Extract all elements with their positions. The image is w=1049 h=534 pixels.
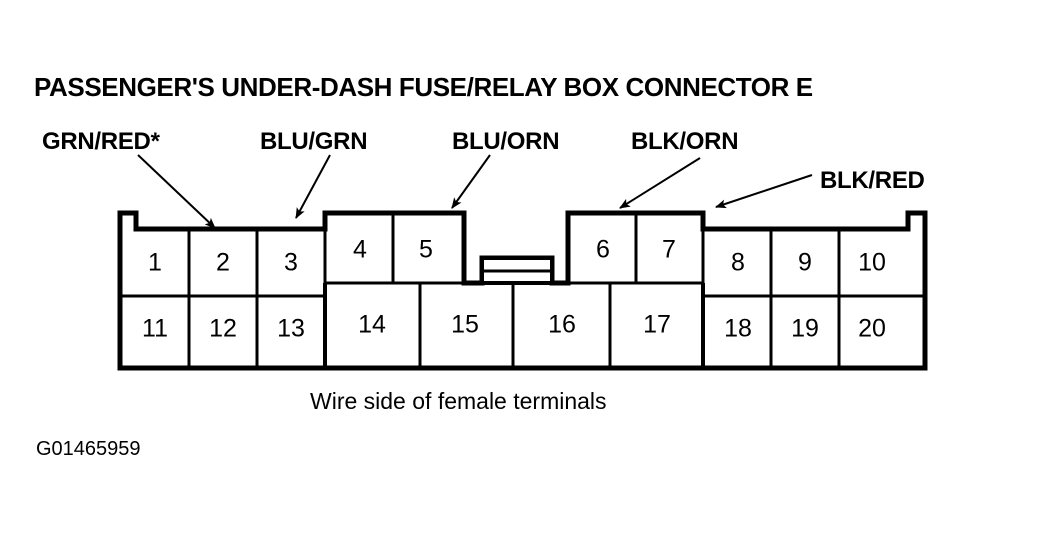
leader-line-blu-orn-arrow-icon (451, 154, 491, 209)
pin-label-17: 17 (643, 311, 671, 339)
wire-label-blk-orn: BLK/ORN (631, 128, 739, 155)
pin-label-19: 19 (791, 315, 819, 343)
pin-label-7: 7 (662, 236, 676, 264)
pin-label-1: 1 (148, 249, 162, 277)
connector-outline (117, 210, 928, 371)
leader-line-blu-grn-arrow-icon (295, 154, 331, 219)
pin-label-14: 14 (358, 311, 386, 339)
leader-line-grn-red-arrow-icon (137, 154, 216, 229)
wire-label-grn-red: GRN/RED* (42, 128, 160, 155)
pin-label-16: 16 (548, 311, 576, 339)
pin-label-10: 10 (858, 249, 886, 277)
pin-label-5: 5 (419, 236, 433, 264)
pin-label-18: 18 (724, 315, 752, 343)
pin-label-12: 12 (209, 315, 237, 343)
pin-label-6: 6 (596, 236, 610, 264)
reference-code: G01465959 (36, 438, 141, 460)
diagram-caption: Wire side of female terminals (310, 388, 607, 414)
page-title: PASSENGER'S UNDER-DASH FUSE/RELAY BOX CO… (34, 72, 813, 102)
pin-label-4: 4 (353, 236, 367, 264)
pin-label-3: 3 (284, 249, 298, 277)
pin-label-2: 2 (216, 249, 230, 277)
leader-line-blk-orn-arrow-icon (619, 157, 701, 209)
pin-label-15: 15 (451, 311, 479, 339)
pin-label-11: 11 (142, 315, 168, 343)
pin-label-8: 8 (731, 249, 745, 277)
leader-line-blk-red-arrow-icon (715, 174, 813, 209)
pin-label-9: 9 (798, 249, 812, 277)
pin-label-13: 13 (277, 315, 305, 343)
center-latch-tab (480, 256, 554, 285)
pin-label-20: 20 (858, 315, 886, 343)
wire-label-blk-red: BLK/RED (820, 167, 925, 194)
connector-body (117, 210, 928, 371)
pin-numbers: 1 2 3 4 5 6 7 8 9 10 11 12 13 14 15 16 1… (142, 236, 886, 343)
leader-lines (137, 154, 813, 229)
wire-label-blu-orn: BLU/ORN (452, 128, 560, 155)
wire-label-blu-grn: BLU/GRN (260, 128, 368, 155)
